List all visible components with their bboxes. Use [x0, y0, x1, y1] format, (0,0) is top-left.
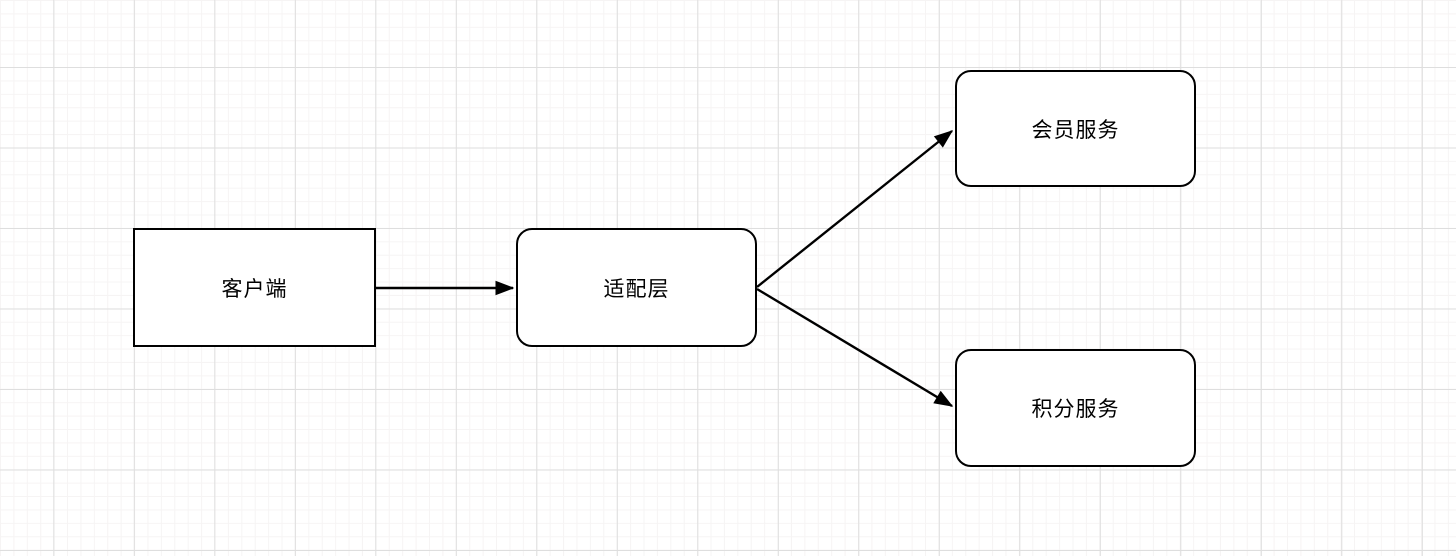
node-points-service-label: 积分服务: [1031, 398, 1120, 421]
node-points-service[interactable]: 积分服务: [955, 349, 1196, 467]
edge-adapter-member-service[interactable]: [756, 130, 954, 288]
node-client[interactable]: 客户端: [133, 228, 376, 347]
edge-adapter-points-service[interactable]: [756, 287, 954, 408]
node-adapter[interactable]: 适配层: [516, 228, 757, 347]
node-member-service[interactable]: 会员服务: [955, 70, 1196, 187]
node-client-label: 客户端: [221, 277, 288, 301]
node-adapter-label: 适配层: [603, 277, 670, 301]
node-member-service-label: 会员服务: [1031, 118, 1120, 142]
